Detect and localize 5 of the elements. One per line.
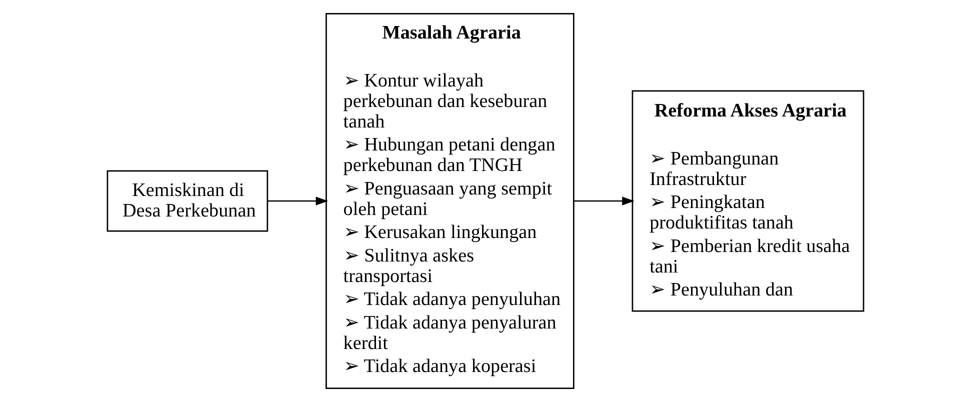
node-box: Kemiskinan di Desa Perkebunan — [106, 170, 268, 232]
arrow — [266, 196, 328, 206]
node-box: Masalah Agraria ➢ Kontur wilayah perkebunan dan keseburan tanah ➢ Hubungan petani dengan perkebunan dan TNGH ➢ Penguasaan yang sempit oleh petani ➢ Kerusakan lingkungan ➢ Sulitnya askes transportasi ➢ Tidak adanya penyuluhan ➢ Tidak adanya penyaluran kerdit ➢ Tidak adanya koperasi — [325, 13, 574, 389]
node-box: Reforma Akses Agraria ➢ Pembangunan Infrastruktur ➢ Peningkatan produktifitas tanah ➢ Pemberian kredit usaha tani ➢ Penyuluhan dan — [631, 90, 864, 312]
arrow — [574, 196, 634, 206]
